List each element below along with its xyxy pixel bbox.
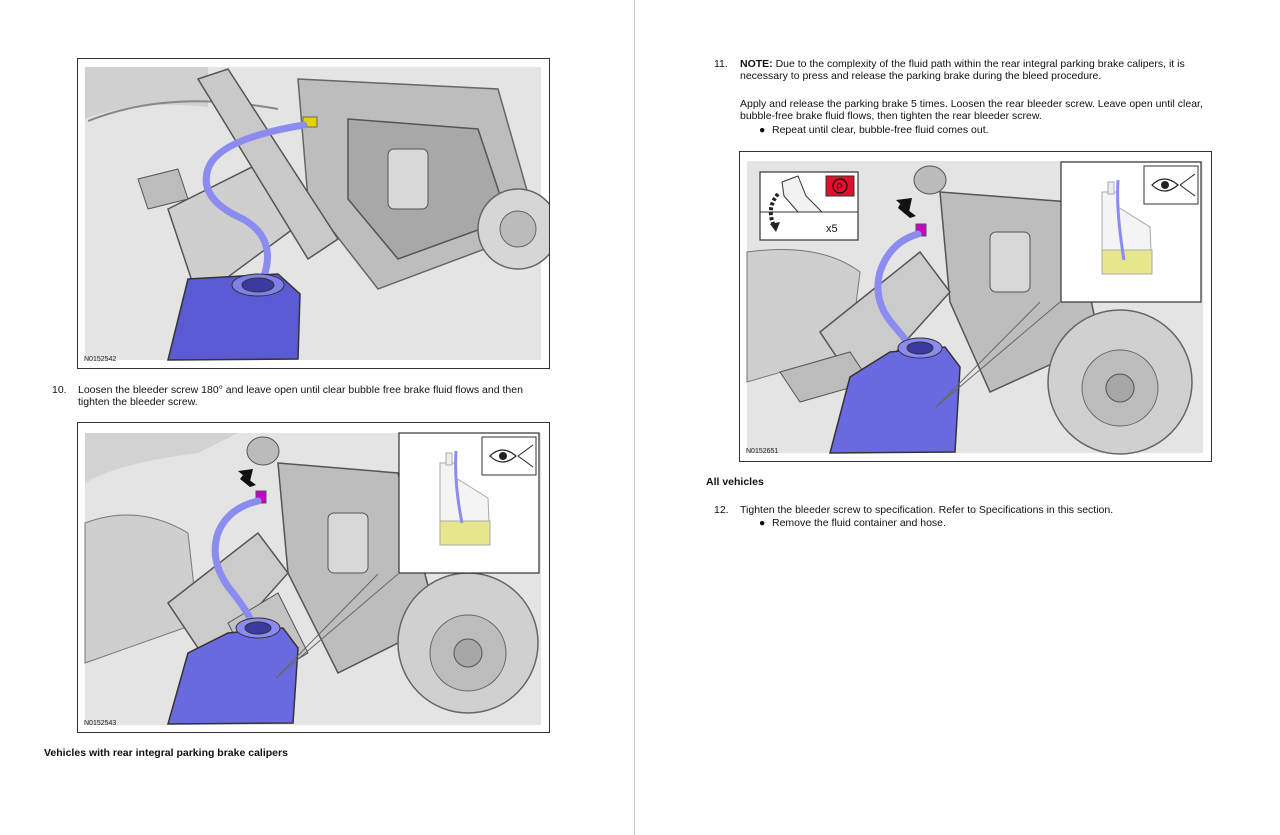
- step-text: NOTE: Due to the complexity of the fluid…: [740, 58, 1203, 122]
- step-text-line-1: Loosen the bleeder screw 180° and leave …: [78, 384, 523, 396]
- section-heading: All vehicles: [706, 476, 764, 488]
- bullet-text: Repeat until clear, bubble-free fluid co…: [772, 124, 989, 136]
- figure-id: N0152651: [746, 448, 779, 455]
- figure-bleeder-open-illustration: [84, 432, 541, 725]
- figure-bleeder-hose: N0152542: [77, 58, 550, 369]
- bullet-dot: ●: [759, 124, 766, 136]
- figure-id: N0152543: [84, 720, 117, 727]
- step-12: 12. Tighten the bleeder screw to specifi…: [714, 504, 1234, 518]
- step-10: 10. Loosen the bleeder screw 180° and le…: [52, 384, 572, 410]
- note-line-2: necessary to press and release the parki…: [740, 70, 1102, 82]
- figure-parking-brake-bleed: P x5 N0152651: [739, 151, 1212, 462]
- figure-bleeder-hose-illustration: [85, 67, 549, 361]
- step-text-line-2: tighten the bleeder screw.: [78, 396, 198, 408]
- figure-bleeder-open: N0152543: [77, 422, 550, 733]
- para-line-1: Apply and release the parking brake 5 ti…: [740, 98, 1203, 110]
- step-text: Loosen the bleeder screw 180° and leave …: [78, 384, 523, 408]
- step-number: 11.: [714, 58, 728, 70]
- parking-brake-symbol: P: [837, 182, 843, 192]
- bullet-text: Remove the fluid container and hose.: [772, 517, 946, 529]
- figure-parking-brake-bleed-illustration: P x5: [746, 161, 1203, 455]
- para-line-2: bubble-free brake fluid flows, then tigh…: [740, 110, 1042, 122]
- page-divider: [634, 0, 635, 835]
- step-number: 12.: [714, 504, 729, 516]
- step-number: 10.: [52, 384, 67, 396]
- count-label: x5: [826, 223, 838, 235]
- note-text: Due to the complexity of the fluid path …: [772, 58, 1185, 70]
- step-text: Tighten the bleeder screw to specificati…: [740, 504, 1114, 516]
- step-11: 11. NOTE: Due to the complexity of the f…: [714, 58, 1244, 138]
- note-label: NOTE:: [740, 58, 773, 70]
- note-line-1: NOTE: Due to the complexity of the fluid…: [740, 58, 1203, 70]
- bullet-dot: ●: [759, 517, 766, 529]
- figure-id: N0152542: [84, 356, 117, 363]
- section-heading: Vehicles with rear integral parking brak…: [44, 747, 288, 759]
